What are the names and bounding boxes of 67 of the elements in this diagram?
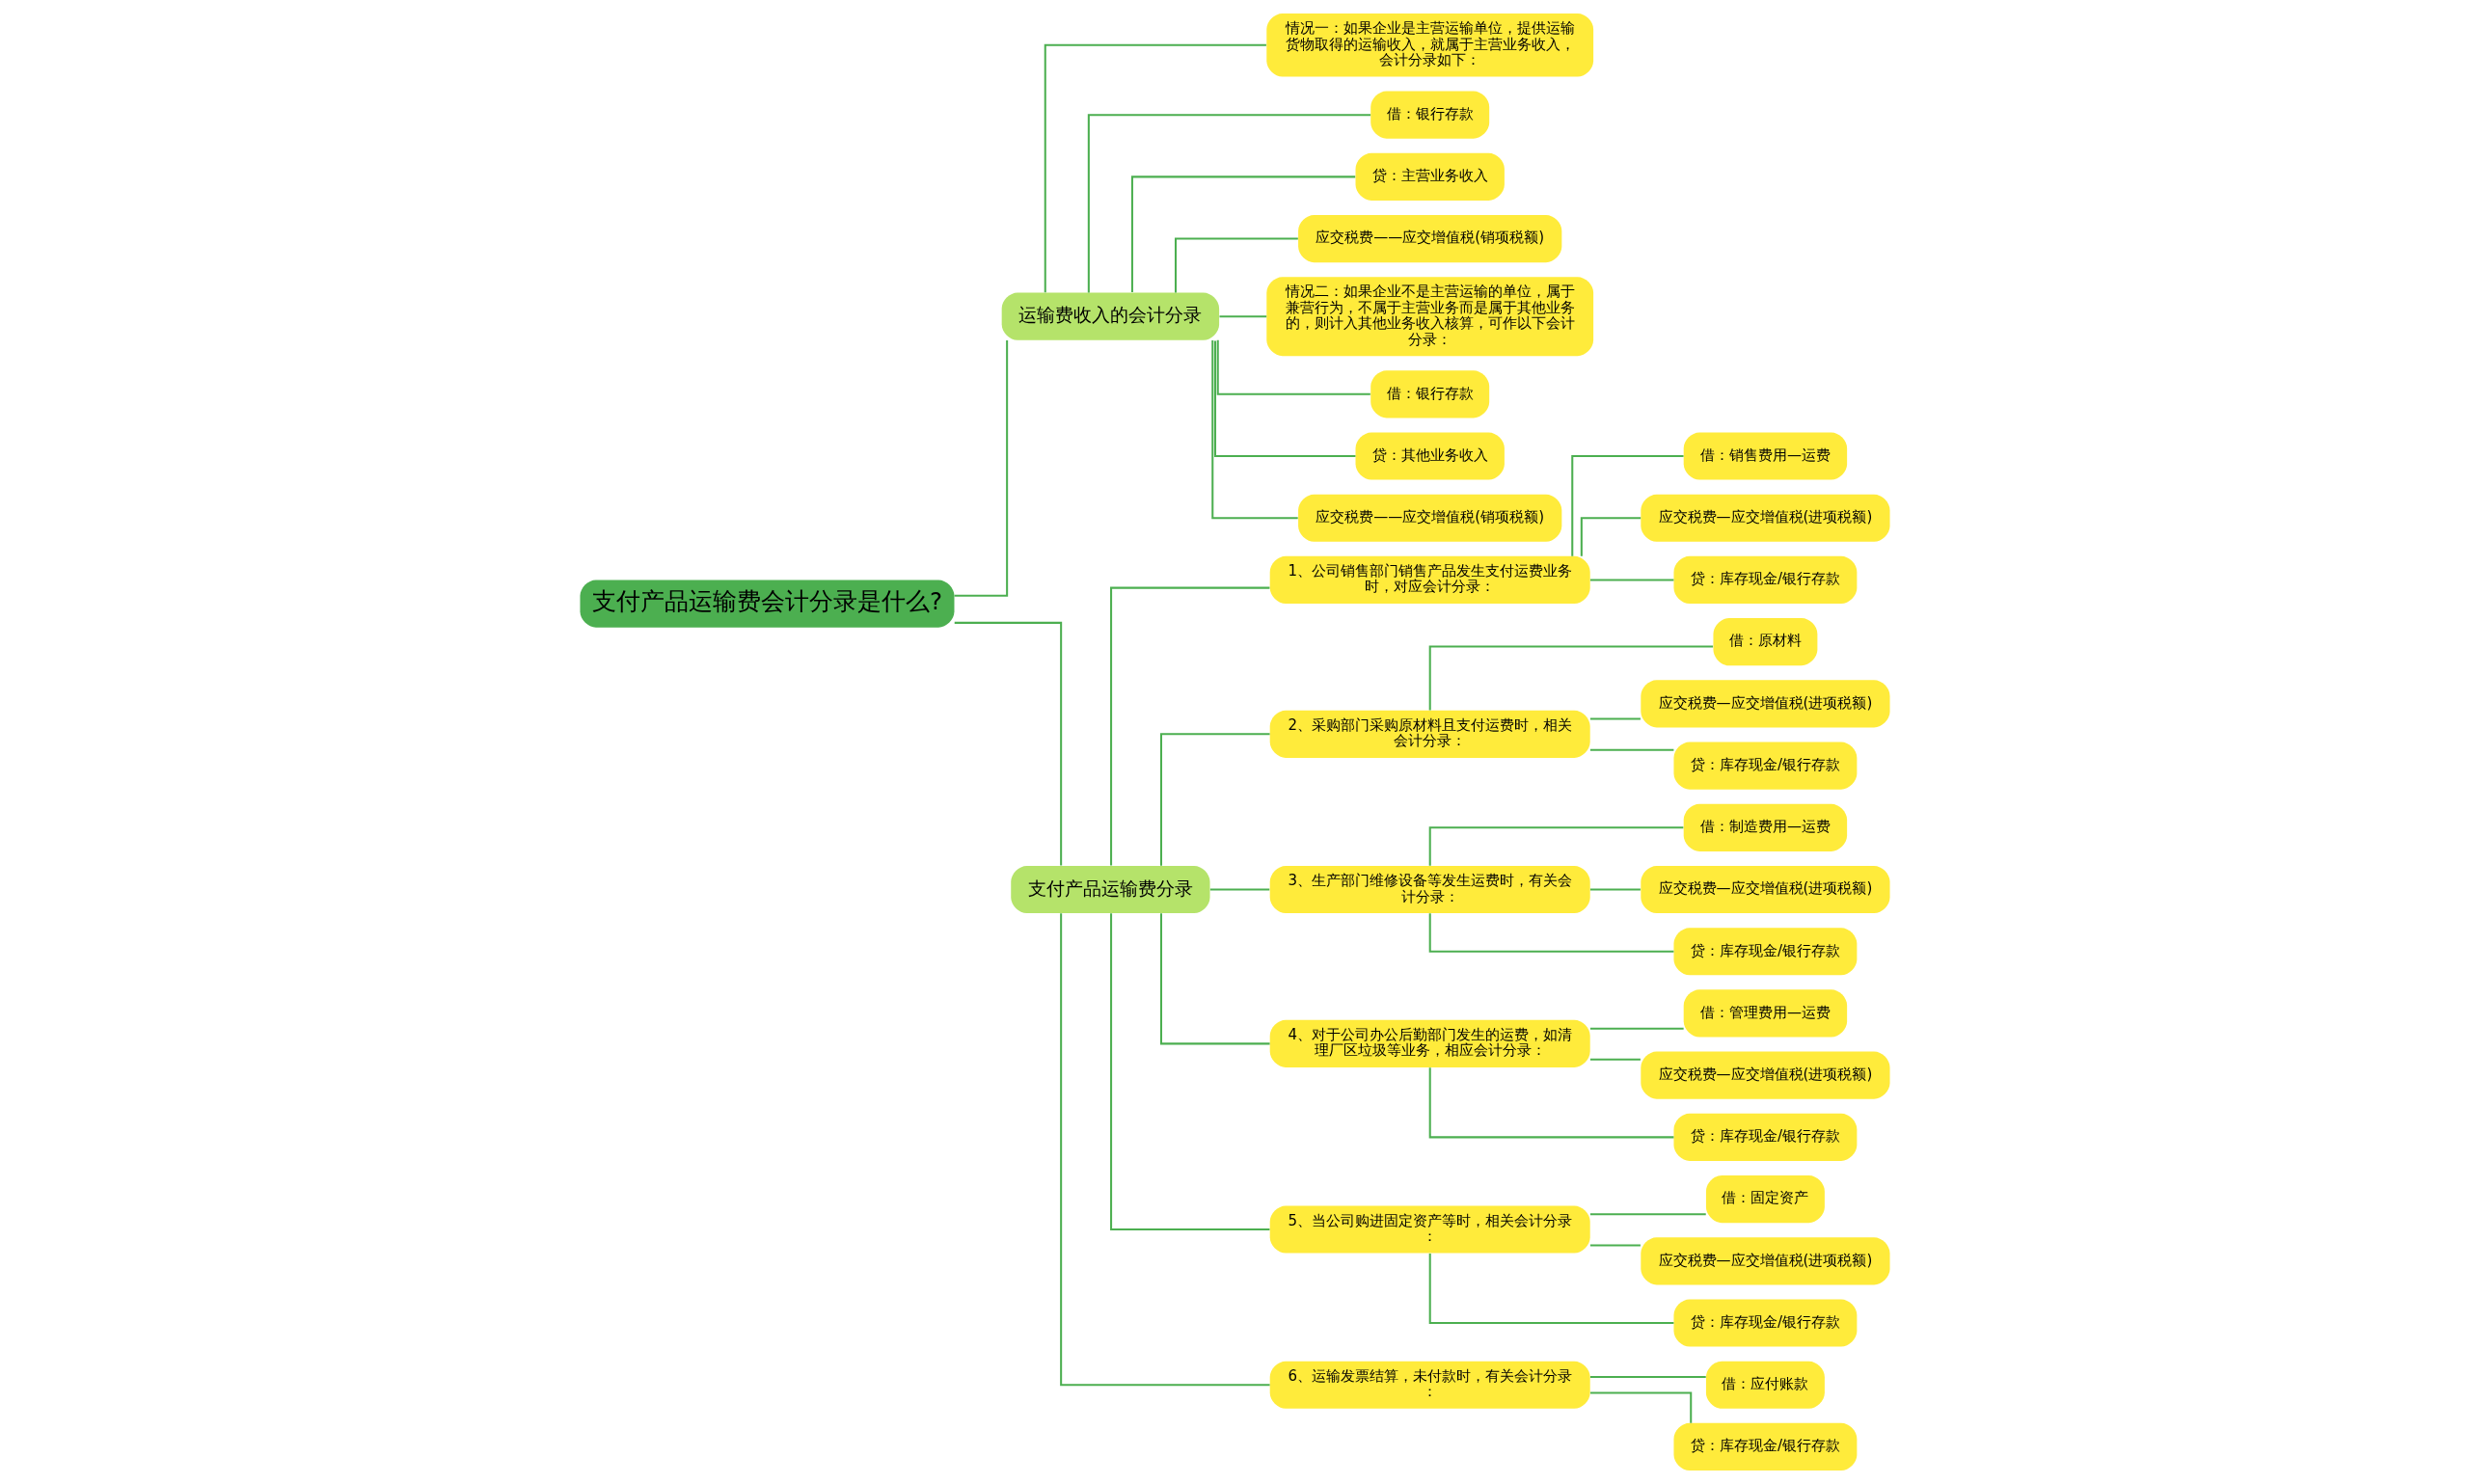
node-box: 借：银行存款 — [1370, 91, 1489, 139]
connector — [1087, 114, 1370, 293]
connector — [1216, 339, 1370, 395]
node-box: 应交税费—应交增值税(进项税额) — [1640, 1237, 1890, 1285]
node-box: 贷：库存现金/银行存款 — [1672, 742, 1857, 790]
connector — [1174, 237, 1298, 293]
connector — [1059, 913, 1270, 1387]
connector — [1428, 1254, 1673, 1325]
node-box: 应交税费——应交增值税(销项税额) — [1297, 215, 1561, 263]
connector — [1109, 586, 1269, 866]
node-box: 贷：其他业务收入 — [1355, 432, 1505, 480]
connector — [1428, 1067, 1673, 1139]
node-box: 应交税费—应交增值税(进项税额) — [1640, 1051, 1890, 1099]
connector — [1580, 517, 1641, 556]
connector — [1130, 175, 1355, 292]
node-box: 贷：库存现金/银行存款 — [1672, 1422, 1857, 1471]
node-box: 支付产品运输费分录 — [1010, 865, 1210, 914]
connector — [1589, 1391, 1692, 1423]
node-box: 情况一：如果企业是主营运输单位，提供运输货物取得的运输收入，就属于主营业务收入，会计分录如下： — [1265, 13, 1593, 77]
connector — [1213, 340, 1355, 458]
connector — [1570, 455, 1684, 556]
node-box: 借：应付账款 — [1705, 1361, 1825, 1409]
node-box: 应交税费—应交增值税(进项税额) — [1640, 680, 1890, 728]
connector — [1589, 1027, 1684, 1030]
connector — [1589, 1058, 1641, 1061]
node-box: 借：制造费用—运费 — [1683, 803, 1847, 851]
node-box: 5、当公司购进固定资产等时，相关会计分录： — [1269, 1205, 1590, 1254]
node-box: 情况二：如果企业不是主营运输的单位，属于兼营行为，不属于主营业务而是属于其他业务的，则计入其他业务收入核算，可作以下会计分录： — [1265, 277, 1593, 357]
connector — [1589, 748, 1673, 751]
node-box: 应交税费——应交增值税(销项税额) — [1297, 494, 1561, 542]
node-box: 贷：库存现金/银行存款 — [1672, 1299, 1857, 1347]
connector — [1109, 913, 1269, 1231]
connector — [954, 339, 1008, 597]
node-box: 4、对于公司办公后勤部门发生的运费，如清理厂区垃圾等业务，相应会计分录： — [1269, 1019, 1590, 1067]
connector — [1428, 913, 1673, 953]
connector — [1589, 1376, 1706, 1379]
connector — [1428, 645, 1713, 711]
connector — [1589, 579, 1673, 581]
node-box: 借：银行存款 — [1370, 370, 1489, 418]
node-box: 贷：主营业务收入 — [1355, 152, 1505, 201]
node-box: 借：原材料 — [1712, 618, 1817, 666]
node-box: 3、生产部门维修设备等发生运费时，有关会计分录： — [1269, 865, 1590, 914]
connector — [1428, 826, 1683, 866]
connector — [1589, 888, 1641, 891]
connector — [1044, 43, 1266, 293]
connector — [954, 621, 1062, 866]
connector — [1159, 913, 1270, 1045]
node-box: 支付产品运输费会计分录是什么? — [579, 580, 954, 628]
connector — [1209, 888, 1269, 891]
node-box: 运输费收入的会计分录 — [1001, 292, 1219, 340]
node-box: 贷：库存现金/银行存款 — [1672, 928, 1857, 976]
connector — [1219, 315, 1266, 318]
node-box: 贷：库存现金/银行存款 — [1672, 555, 1857, 605]
connector — [1159, 733, 1270, 866]
node-box: 贷：库存现金/银行存款 — [1672, 1113, 1857, 1161]
connector — [1589, 1213, 1706, 1216]
node-box: 1、公司销售部门销售产品发生支付运费业务时，对应会计分录： — [1269, 555, 1590, 605]
node-box: 6、运输发票结算，未付款时，有关会计分录： — [1269, 1361, 1590, 1409]
node-box: 2、采购部门采购原材料且支付运费时，相关会计分录： — [1269, 710, 1590, 758]
node-box: 借：销售费用—运费 — [1683, 432, 1847, 480]
connector — [1589, 717, 1641, 720]
connector — [1589, 1244, 1641, 1247]
node-box: 应交税费—应交增值税(进项税额) — [1640, 865, 1890, 914]
connector — [1210, 340, 1298, 520]
node-box: 应交税费—应交增值税(进项税额) — [1640, 494, 1890, 542]
node-box: 借：固定资产 — [1705, 1175, 1825, 1224]
node-box: 借：管理费用—运费 — [1683, 989, 1847, 1038]
